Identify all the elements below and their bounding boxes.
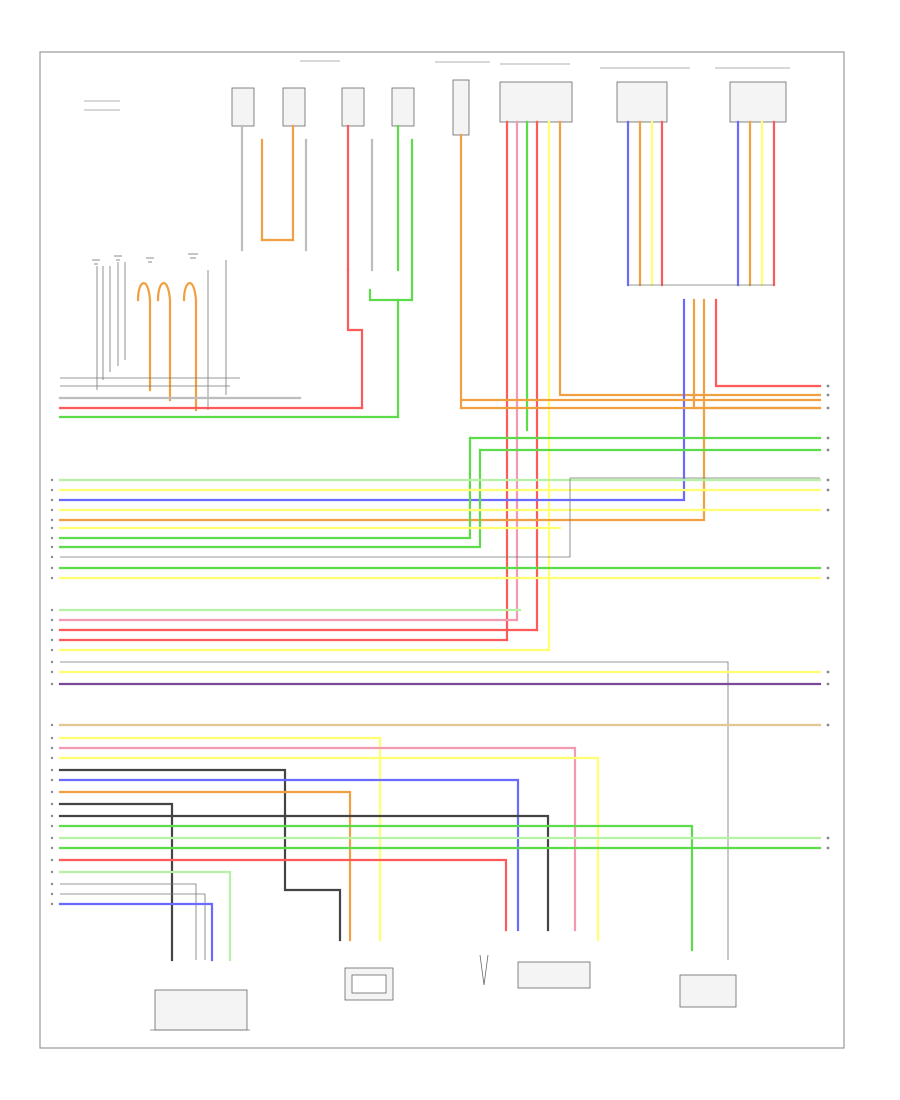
switch-5 (452, 79, 470, 136)
main-bus (58, 398, 822, 960)
lower-bus (58, 723, 822, 962)
switch-group-right (499, 81, 787, 123)
switch-1 (231, 87, 255, 127)
left-sensor (154, 989, 248, 1031)
header-captions (84, 60, 790, 111)
ground-cluster (92, 253, 227, 412)
connector-block-2 (616, 81, 668, 123)
connector-block-3 (729, 81, 787, 123)
right-pin-markers (826, 384, 830, 850)
throttle-sensor (517, 961, 591, 989)
switch-2 (282, 87, 306, 127)
bottom-components (150, 954, 737, 1031)
switch-3 (341, 87, 365, 127)
diagram-frame (39, 51, 845, 1049)
switch-4 (391, 87, 415, 127)
upper-left-bus (58, 268, 414, 419)
connector-block-1 (499, 81, 573, 123)
left-switch-drops (240, 124, 463, 410)
left-pin-markers (50, 478, 54, 906)
right-sensor (679, 974, 737, 1008)
switch-group-left (231, 79, 470, 136)
